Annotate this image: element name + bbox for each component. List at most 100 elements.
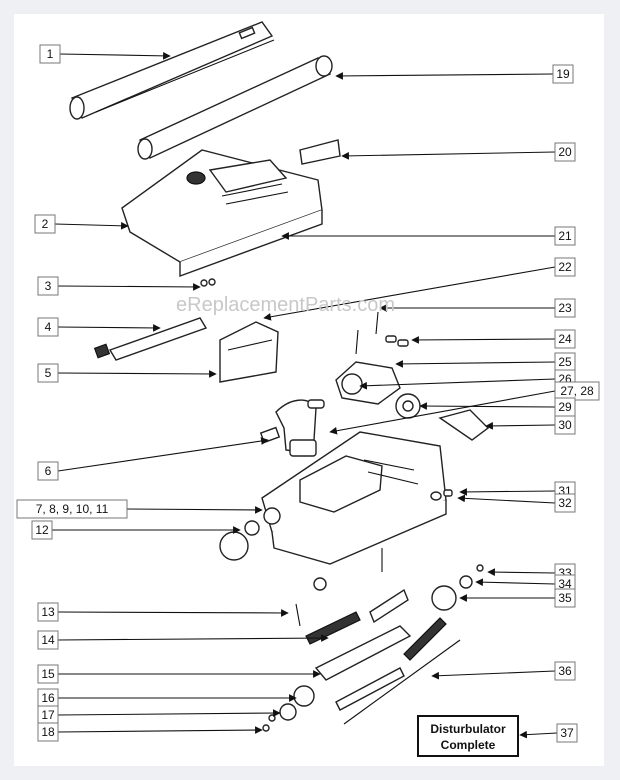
part-motor-25 — [335, 361, 401, 405]
part-seal-26 — [307, 399, 325, 409]
callout-leader-line — [329, 390, 556, 435]
callout-leader-line — [359, 378, 556, 390]
callout-number: 14 — [41, 633, 55, 647]
callout-27: 27, 28 — [329, 381, 600, 435]
callout-box — [554, 298, 576, 318]
callout-number: 24 — [558, 332, 572, 346]
part-handle-tube-lower — [137, 55, 333, 160]
part-clip-20 — [299, 139, 341, 165]
callout-leader-line — [57, 370, 217, 378]
callout-number: 22 — [558, 260, 572, 274]
callout-leader-line — [57, 437, 269, 472]
callout-box — [37, 630, 59, 650]
callout-number: 27, 28 — [560, 384, 594, 398]
callout-7: 7, 8, 9, 10, 11 — [16, 499, 263, 519]
callout-6: 6 — [37, 437, 269, 481]
callout-box — [554, 493, 576, 513]
callout-number: 17 — [41, 708, 55, 722]
callout-number: 29 — [558, 400, 572, 414]
callout-number: 35 — [558, 591, 572, 605]
callout-36: 36 — [431, 661, 576, 681]
part-end-caps-left — [262, 577, 327, 732]
callout-number: 37 — [560, 726, 574, 740]
callout-leader-line — [57, 609, 289, 617]
callout-number: 34 — [558, 577, 572, 591]
callout-number: 25 — [558, 355, 572, 369]
callout-number: 1 — [47, 47, 54, 61]
callout-box — [37, 602, 59, 622]
callout-leader-line — [57, 283, 201, 291]
callout-box — [34, 214, 56, 234]
callout-box — [16, 499, 128, 519]
callout-29: 29 — [419, 397, 576, 417]
callout-leader-line — [487, 568, 556, 576]
callout-leader-line — [57, 634, 329, 642]
callout-leader-line — [519, 730, 558, 739]
callout-number: 21 — [558, 229, 572, 243]
callout-12: 12 — [31, 520, 241, 540]
callout-leader-line — [126, 506, 263, 514]
callout-17: 17 — [37, 705, 281, 725]
callout-25: 25 — [395, 352, 576, 372]
callout-16: 16 — [37, 688, 297, 708]
callout-15: 15 — [37, 664, 321, 684]
callout-3: 3 — [37, 276, 201, 296]
callout-box — [39, 44, 61, 64]
callout-number: 19 — [556, 67, 570, 81]
part-brushroll-assembly — [305, 548, 484, 725]
callout-13: 13 — [37, 602, 289, 622]
callout-box — [37, 664, 59, 684]
part-wheel-12 — [219, 520, 260, 561]
callout-box — [37, 461, 59, 481]
callout-box — [554, 329, 576, 349]
part-screws-23 — [355, 311, 379, 355]
callout-number: 20 — [558, 145, 572, 159]
callout-number: 36 — [558, 664, 572, 678]
callout-leader-line — [475, 578, 556, 587]
callout-35: 35 — [459, 588, 576, 608]
callout-box — [554, 415, 576, 435]
callout-leader-line — [335, 72, 554, 80]
callout-number: 6 — [45, 464, 52, 478]
callout-box — [554, 588, 576, 608]
callout-box — [37, 317, 59, 337]
part-handle-tube-upper — [69, 21, 275, 120]
part-cord-4 — [93, 317, 208, 361]
callout-leader-line — [54, 221, 129, 230]
part-fuse-24 — [385, 335, 409, 347]
callout-19: 19 — [335, 64, 574, 84]
part-fan-housing-6 — [259, 399, 317, 457]
callout-number: 7, 8, 9, 10, 11 — [36, 502, 109, 516]
callout-number: 2 — [42, 217, 49, 231]
callout-leader-line — [57, 726, 263, 734]
callout-5: 5 — [37, 363, 217, 383]
watermark-text: eReplacementParts.com — [176, 294, 395, 316]
callout-number: 23 — [558, 301, 572, 315]
callout-number: 18 — [41, 725, 55, 739]
callout-number: 30 — [558, 418, 572, 432]
callout-box — [37, 722, 59, 742]
part-hood-cover — [121, 149, 323, 278]
part-small-screw-3 — [200, 278, 216, 287]
callout-box — [554, 226, 576, 246]
callout-number: 15 — [41, 667, 55, 681]
callout-leader-line — [411, 336, 556, 344]
callout-leader-line — [431, 670, 556, 680]
callout-box — [554, 257, 576, 277]
callout-leader-line — [459, 488, 556, 496]
part-bracket-5 — [219, 321, 279, 383]
callout-leader-line — [263, 266, 556, 321]
part-washers-31-32 — [430, 489, 453, 501]
part-base-body — [261, 431, 447, 565]
part-pulley-29 — [395, 393, 421, 419]
callout-box — [37, 363, 59, 383]
callout-box — [554, 661, 576, 681]
callout-number: 16 — [41, 691, 55, 705]
kit-box-disturbulator: Disturbulator Complete — [417, 715, 519, 757]
callout-leader-line — [485, 422, 556, 430]
callout-box — [552, 64, 574, 84]
callout-number: 12 — [35, 523, 49, 537]
callout-1: 1 — [39, 44, 171, 64]
